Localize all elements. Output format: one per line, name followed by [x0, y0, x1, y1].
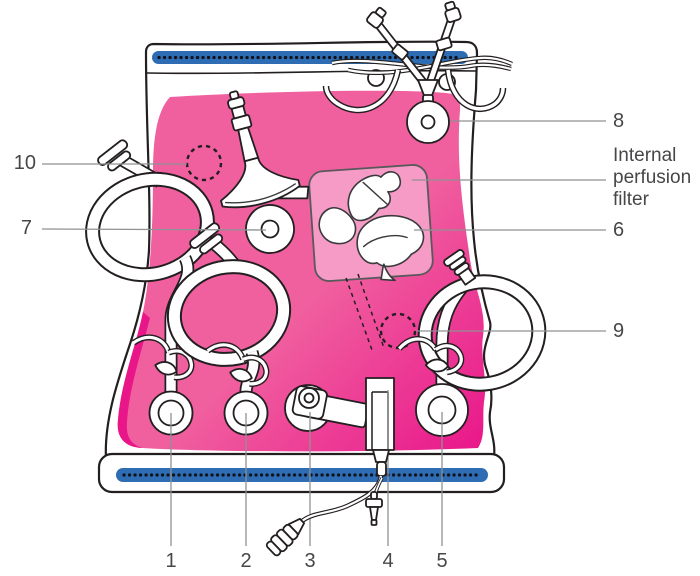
sample-connector: [265, 517, 305, 557]
port-8: [406, 100, 450, 144]
ribbed-connector: [443, 249, 477, 286]
spare-port-10: [185, 144, 223, 182]
bottom-seal-stripe: [116, 468, 488, 482]
callout-line-7: [41, 228, 267, 231]
internal-perfusion-filter: [308, 164, 434, 282]
spike-cap-right: [444, 0, 462, 23]
luer-plug: [365, 491, 383, 526]
clamp-2: [205, 341, 270, 387]
clamp-5: [397, 336, 465, 376]
liquid-dark-edge: [117, 312, 150, 448]
top-seal-stripe: [152, 51, 468, 64]
spike-cap-left: [366, 6, 387, 29]
dip-tube-4: [365, 377, 395, 451]
y-manifold: [322, 0, 513, 114]
valve-port-3: [284, 384, 370, 432]
filter-media: [318, 171, 425, 282]
sample-line: [265, 449, 390, 557]
port-5: [415, 383, 469, 437]
flange-connector: [97, 139, 132, 172]
spike-port-7: [220, 90, 310, 254]
clamp-1: [131, 334, 195, 381]
callout-lines: [41, 120, 606, 546]
filter-connection-dashed: [345, 273, 385, 351]
spare-port-9: [379, 312, 417, 350]
